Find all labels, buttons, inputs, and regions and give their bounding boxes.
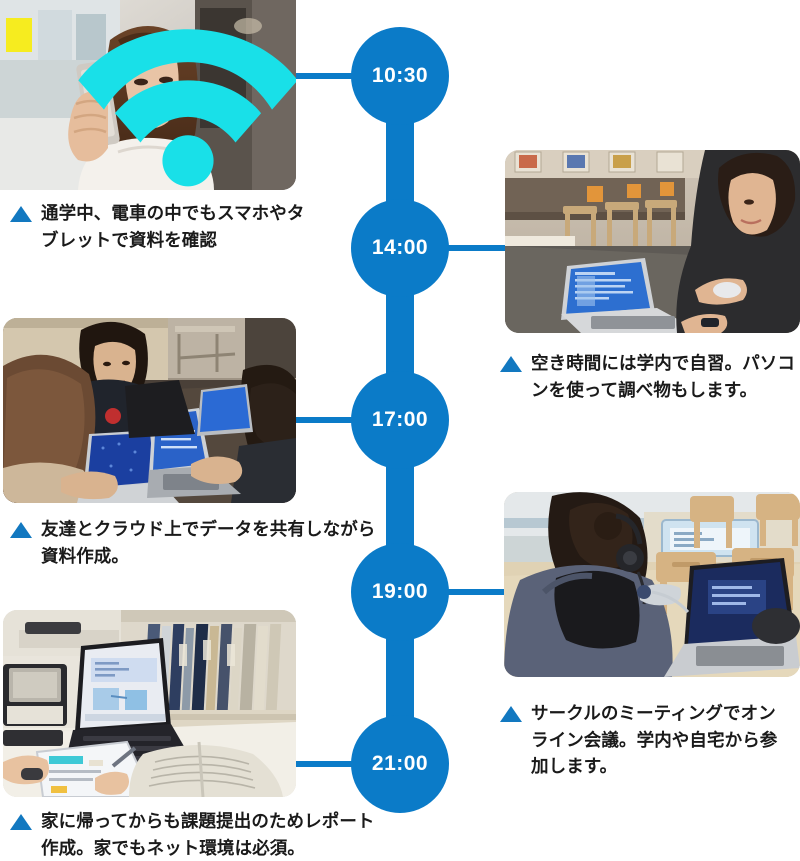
- triangle-bullet-icon: [500, 356, 522, 372]
- node-time-label: 21:00: [371, 752, 429, 775]
- timeline-node-2[interactable]: 14:00: [351, 199, 449, 297]
- connector-line-5: [272, 761, 354, 767]
- caption-text: 空き時間には学内で自習。パソコンを使って調べ物もします。: [531, 353, 795, 400]
- caption-text: サークルのミーティングでオンライン会議。学内や自宅から参加します。: [531, 703, 778, 777]
- timeline-node-1[interactable]: 10:30: [351, 27, 449, 125]
- node-time-label: 19:00: [371, 580, 429, 603]
- caption-text: 友達とクラウド上でデータを共有しながら資料作成。: [41, 519, 376, 566]
- connector-line-2: [446, 245, 528, 251]
- caption-3: 友達とクラウド上でデータを共有しながら資料作成。: [10, 516, 382, 569]
- timeline-node-5[interactable]: 21:00: [351, 715, 449, 813]
- wifi-icon: [78, 29, 296, 187]
- photo-online-meeting-headset: [504, 492, 800, 677]
- caption-text: 通学中、電車の中でもスマホやタブレットで資料を確認: [41, 203, 305, 250]
- connector-line-3: [272, 417, 354, 423]
- caption-2: 空き時間には学内で自習。パソコンを使って調べ物もします。: [500, 350, 800, 403]
- timeline-node-3[interactable]: 17:00: [351, 371, 449, 469]
- node-time-label: 10:30: [371, 64, 429, 87]
- timeline-node-4[interactable]: 19:00: [351, 543, 449, 641]
- photo-campus-cafeteria-laptop: [505, 150, 800, 333]
- triangle-bullet-icon: [10, 522, 32, 538]
- caption-4: サークルのミーティングでオンライン会議。学内や自宅から参加します。: [500, 700, 790, 780]
- connector-line-1: [272, 73, 354, 79]
- photo-train-commute-smartphone: [0, 0, 296, 190]
- photo-group-study-laptops: [3, 318, 296, 503]
- node-time-label: 14:00: [371, 236, 429, 259]
- triangle-bullet-icon: [500, 706, 522, 722]
- caption-5: 家に帰ってからも課題提出のためレポート作成。家でもネット環境は必須。: [10, 808, 390, 861]
- caption-1: 通学中、電車の中でもスマホやタブレットで資料を確認: [10, 200, 320, 253]
- caption-text: 家に帰ってからも課題提出のためレポート作成。家でもネット環境は必須。: [41, 811, 375, 858]
- node-time-label: 17:00: [371, 408, 429, 431]
- connector-line-4: [446, 589, 528, 595]
- triangle-bullet-icon: [10, 206, 32, 222]
- triangle-bullet-icon: [10, 814, 32, 830]
- photo-home-desk-laptop-tablet: [3, 610, 296, 797]
